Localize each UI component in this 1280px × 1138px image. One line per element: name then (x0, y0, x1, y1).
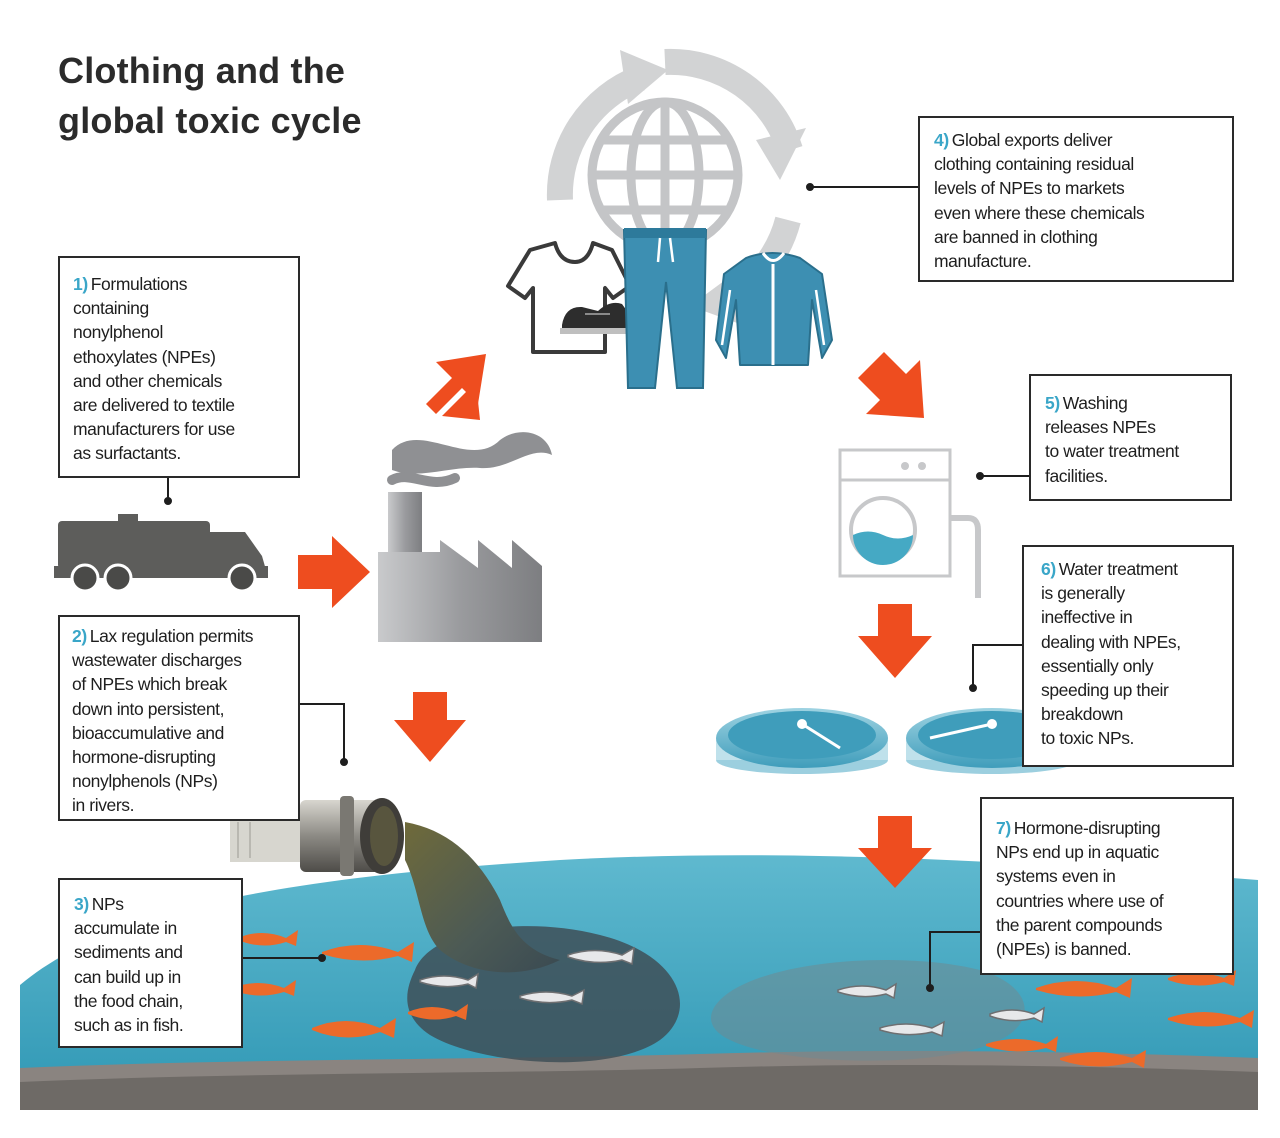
t-shirt-icon (506, 241, 632, 354)
tanker-truck-icon (54, 514, 268, 593)
callout-box-step-1: 1)Formulations containing nonylphenol et… (58, 256, 300, 478)
step-number: 1) (73, 274, 88, 294)
callout-box-step-3: 3)NPs accumulate in sediments and can bu… (58, 878, 243, 1048)
step-number: 4) (934, 130, 949, 150)
page-title: Clothing and the global toxic cycle (58, 46, 362, 146)
callout-box-step-7: 7)Hormone-disrupting NPs end up in aquat… (980, 797, 1234, 975)
step-number: 2) (72, 626, 87, 646)
step-text: Lax regulation permits wastewater discha… (72, 626, 254, 816)
step-text: Washing releases NPEs to water treatment… (1045, 393, 1179, 486)
treatment-tank-icon (716, 708, 888, 774)
step-number: 6) (1041, 559, 1056, 579)
jacket-icon (715, 252, 833, 366)
globe-icon (587, 97, 743, 253)
step-text: Water treatment is generally ineffective… (1041, 559, 1181, 749)
callout-box-step-5: 5)Washing releases NPEs to water treatme… (1029, 374, 1232, 501)
step-number: 7) (996, 818, 1011, 838)
sneaker-icon (560, 302, 634, 334)
callout-leader-lines (164, 183, 1029, 992)
fish-icon (232, 930, 1254, 1068)
flow-arrow-icon (298, 536, 370, 608)
step-text: Hormone-disrupting NPs end up in aquatic… (996, 818, 1164, 960)
flow-arrow-icon (394, 692, 466, 762)
callout-box-step-2: 2)Lax regulation permits wastewater disc… (58, 615, 300, 821)
step-number: 3) (74, 894, 89, 914)
step-number: 5) (1045, 393, 1060, 413)
callout-box-step-4: 4)Global exports deliver clothing contai… (918, 116, 1234, 282)
step-text: Formulations containing nonylphenol etho… (73, 274, 235, 464)
flow-arrow-icon (858, 604, 932, 678)
callout-box-step-6: 6)Water treatment is generally ineffecti… (1022, 545, 1234, 767)
trousers-icon (622, 228, 708, 389)
flow-arrow-icon (858, 816, 932, 888)
title-line-1: Clothing and the (58, 50, 346, 91)
flow-arrow-icon (426, 354, 486, 420)
washing-machine-icon (838, 448, 981, 598)
title-line-2: global toxic cycle (58, 100, 362, 141)
factory-icon (378, 432, 552, 642)
step-text: NPs accumulate in sediments and can buil… (74, 894, 184, 1036)
flow-arrow-icon (858, 352, 924, 418)
fish-icon (419, 946, 1045, 1038)
discharge-pipe-icon (230, 796, 404, 876)
step-text: Global exports deliver clothing containi… (934, 130, 1145, 272)
